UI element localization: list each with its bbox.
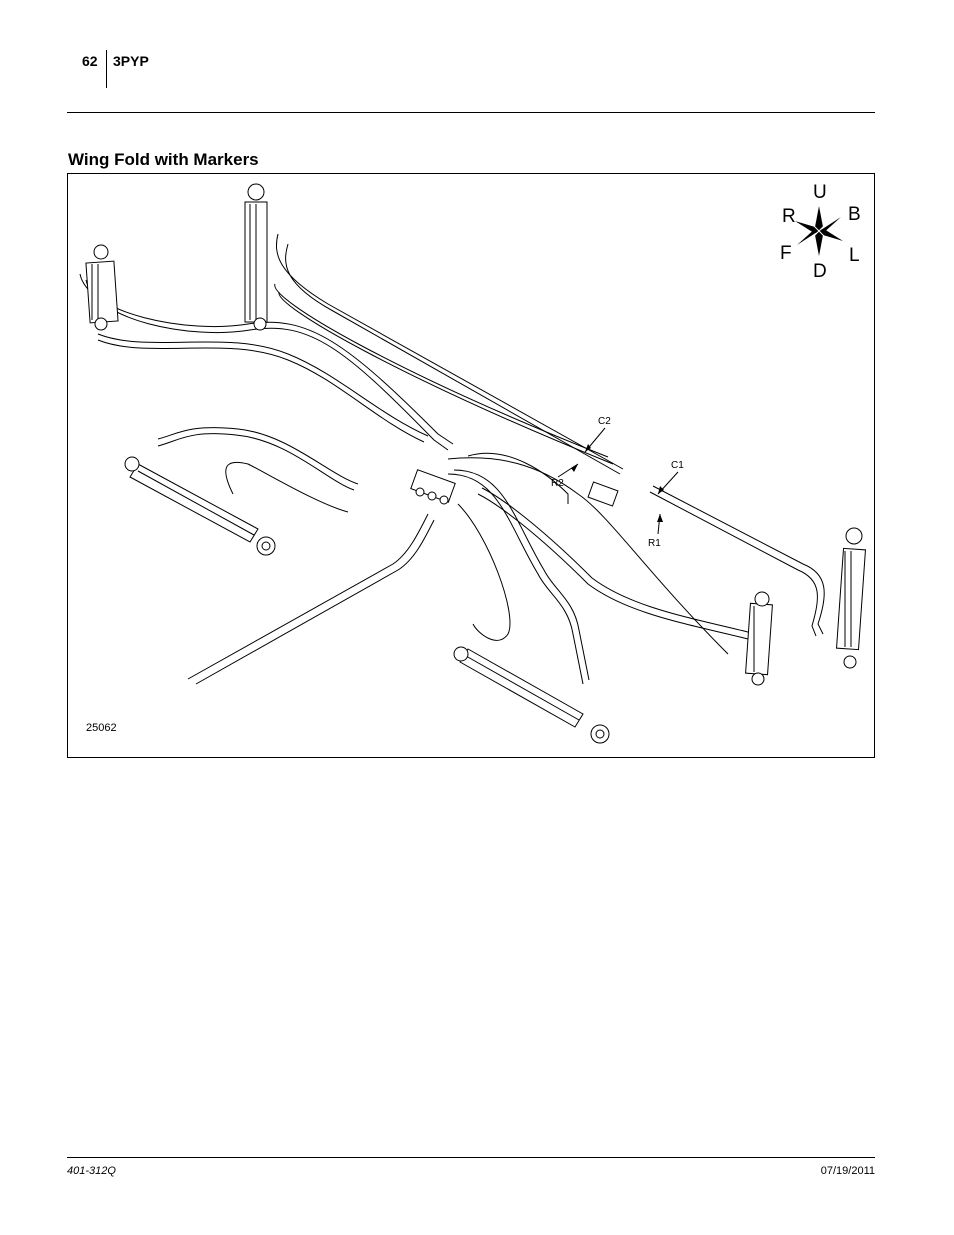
callout-c2-label: C2 (598, 416, 611, 427)
section-title: Wing Fold with Markers (68, 150, 259, 169)
compass-up-label: U (813, 182, 827, 203)
valve-block-right (587, 481, 619, 507)
callout-r2: R2 (551, 463, 579, 489)
left-vertical-cylinder (85, 244, 119, 331)
compass-right-label: R (782, 206, 796, 227)
bottom-horizontal-cylinder (453, 646, 610, 744)
callout-c1: C1 (657, 460, 684, 495)
valve-block-center (410, 469, 456, 505)
center-vertical-cylinder (244, 183, 268, 331)
right-small-cylinder (745, 591, 773, 686)
compass-front-label: F (780, 243, 792, 264)
hose-lines (79, 233, 825, 685)
left-horizontal-cylinder (124, 456, 276, 556)
callout-r1-label: R1 (648, 538, 661, 549)
callout-c1-label: C1 (671, 460, 684, 471)
callout-c2: C2 (584, 416, 611, 453)
hydraulic-diagram: C2 C1 R2 R1 U R B F L D (79, 182, 866, 744)
document-date: 07/19/2011 (820, 1165, 875, 1177)
figure-number: 25062 (86, 722, 117, 734)
orientation-compass: U R B F L D (780, 182, 861, 282)
header-rule (67, 112, 875, 113)
compass-left-label: L (849, 245, 860, 266)
callout-r2-label: R2 (551, 478, 564, 489)
hydraulic-diagram-figure: C2 C1 R2 R1 U R B F L D (67, 173, 875, 758)
right-tall-cylinder (836, 527, 866, 669)
header-divider (106, 50, 107, 88)
model-name: 3PYP (113, 53, 149, 69)
footer-rule (67, 1157, 875, 1158)
compass-down-label: D (813, 261, 827, 282)
callout-r1: R1 (648, 513, 663, 549)
document-number: 401-312Q (67, 1165, 116, 1177)
compass-star-icon (795, 206, 843, 256)
page-number: 62 (82, 53, 98, 69)
compass-back-label: B (848, 204, 861, 225)
